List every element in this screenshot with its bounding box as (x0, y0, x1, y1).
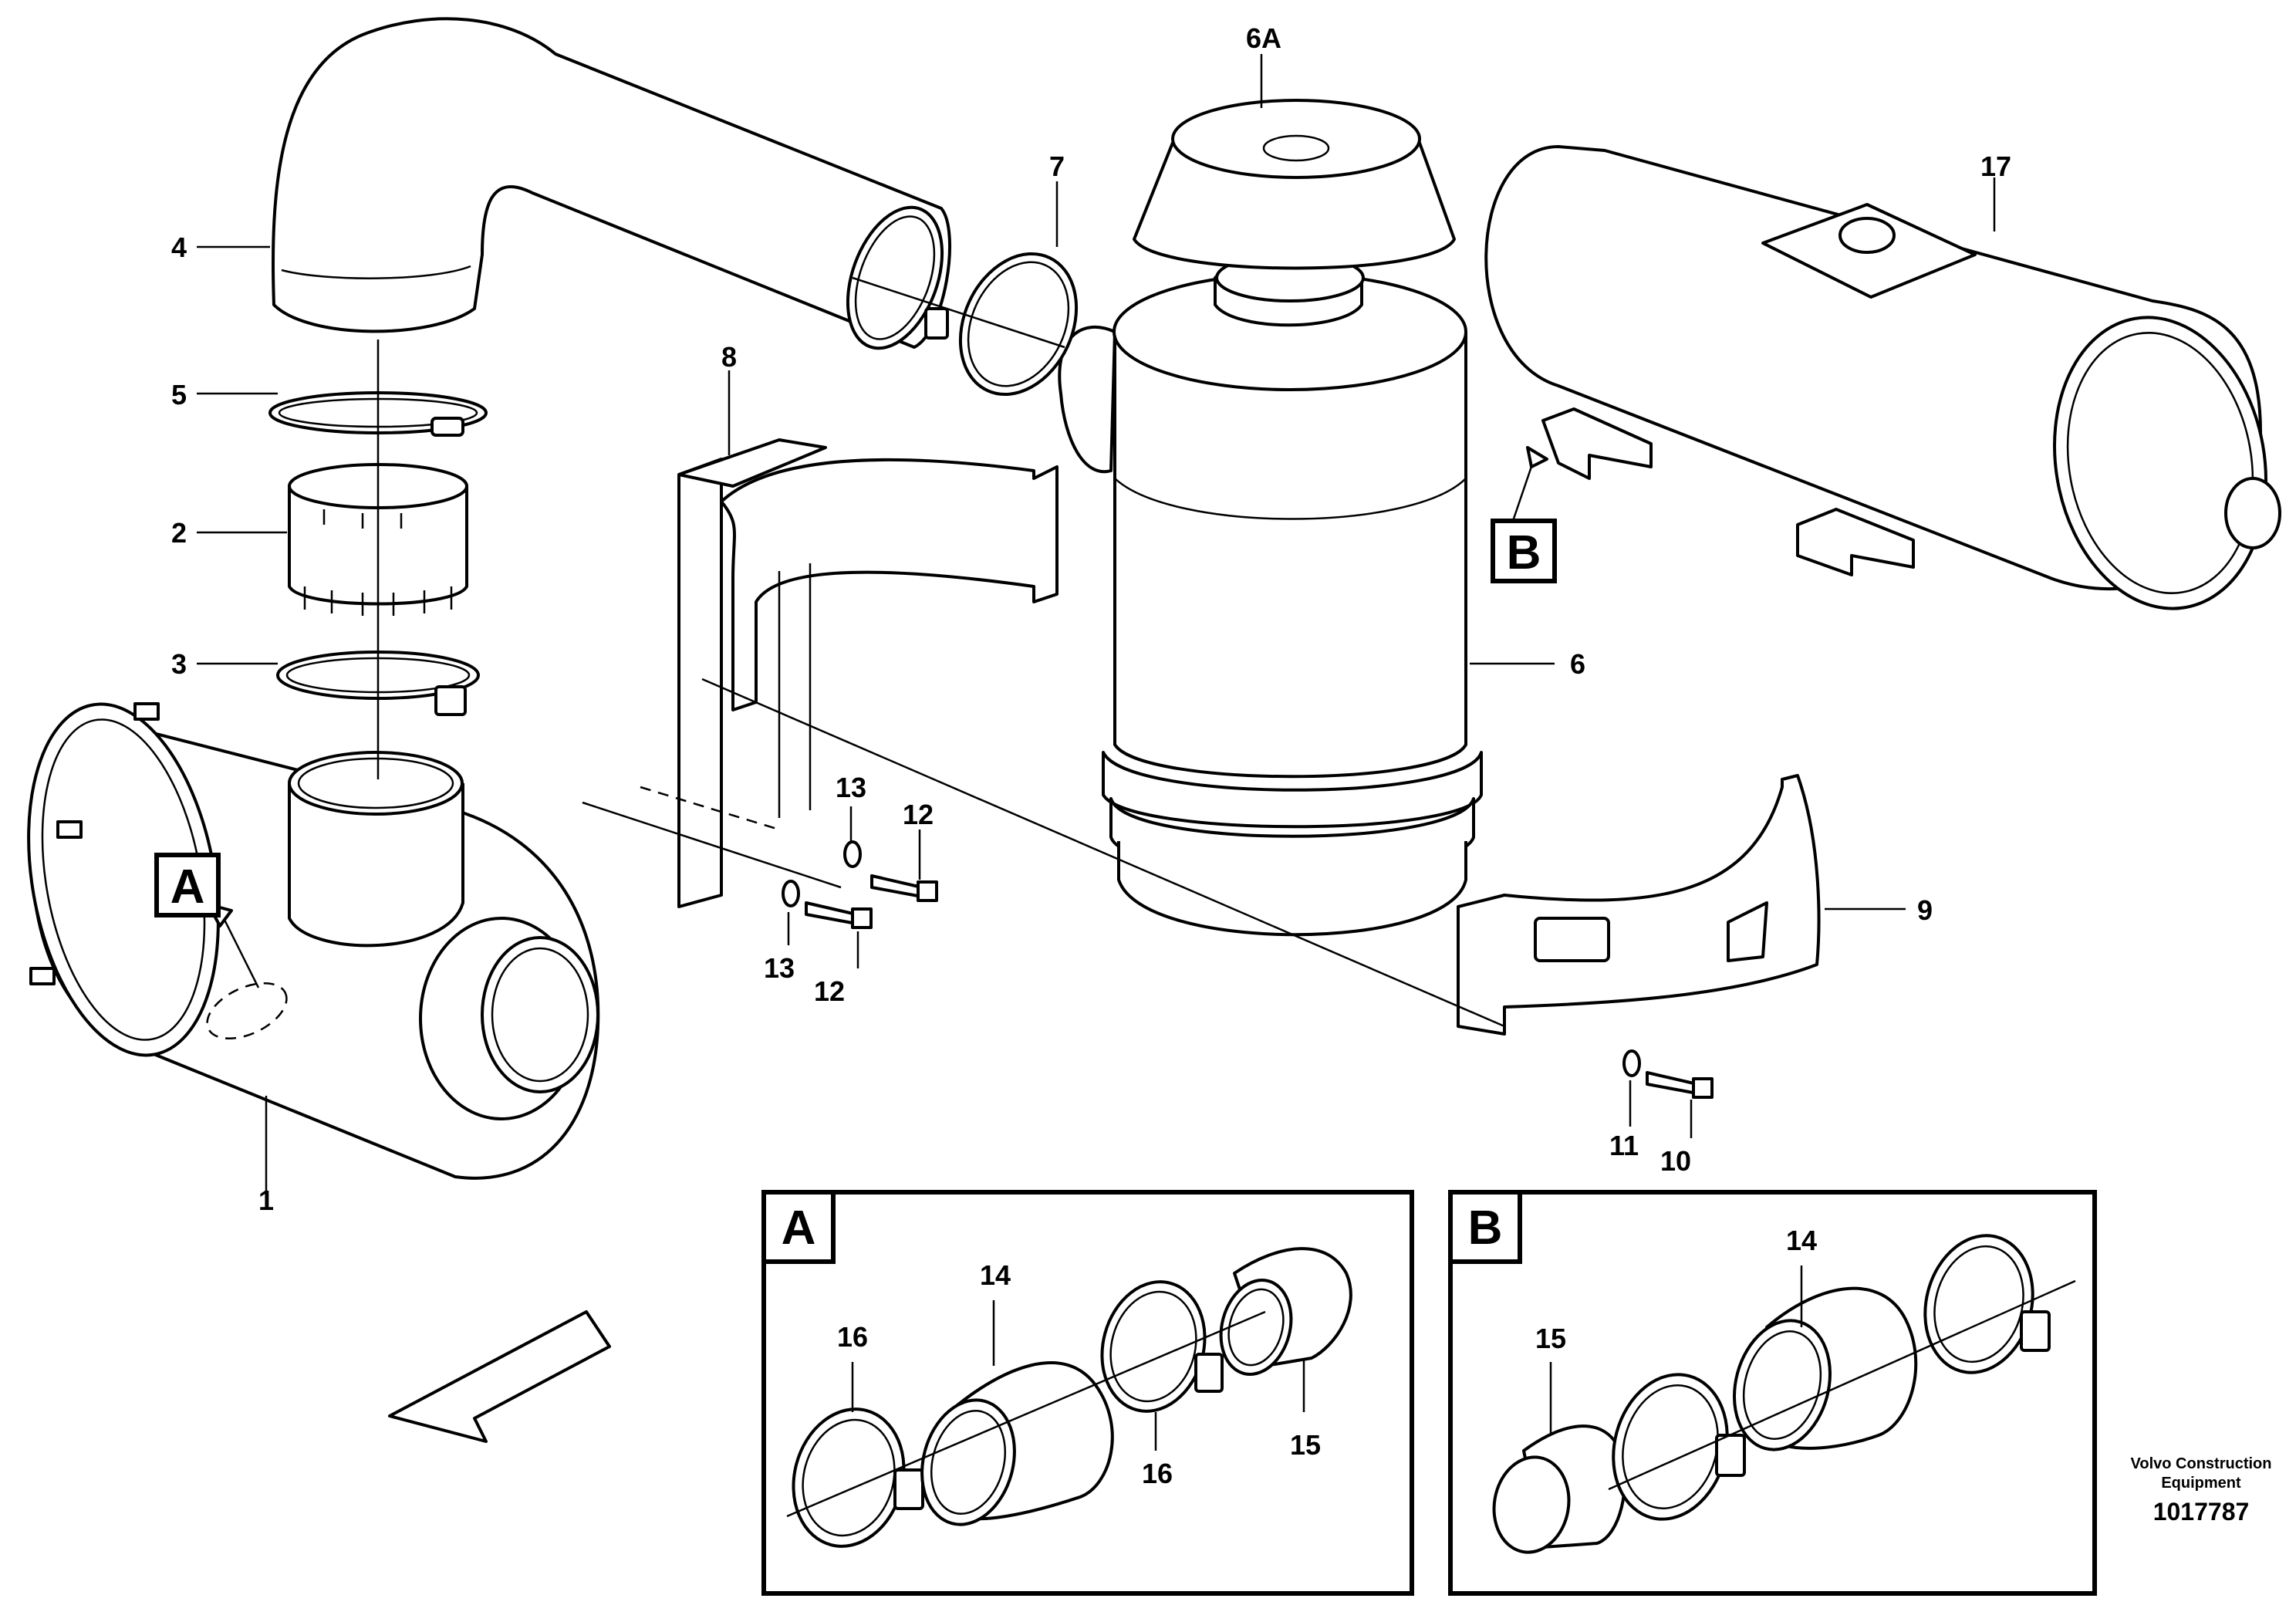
air-cleaner-housing-1 (27, 702, 600, 1180)
callout-13a: 13 (836, 772, 866, 803)
hardware (782, 840, 1714, 1099)
callout-3: 3 (171, 648, 187, 680)
callout-8: 8 (721, 341, 737, 373)
inset-a-title: A (782, 1201, 816, 1255)
inset-b-callout-15: 15 (1535, 1323, 1566, 1354)
drawing-number: 1017787 (2153, 1498, 2250, 1526)
callout-5: 5 (171, 379, 187, 411)
callout-labels: 6A 7 17 4 8 5 2 3 6 13 12 9 13 12 11 10 … (171, 22, 2011, 1216)
bolt-head-12b (851, 907, 873, 929)
callout-10: 10 (1660, 1145, 1691, 1177)
inset-a-callout-16a: 16 (837, 1321, 868, 1353)
band-9 (1457, 774, 1821, 1036)
callout-7: 7 (1049, 150, 1065, 182)
inset-a: A 16 14 15 16 (761, 1190, 1414, 1596)
inset-a-callout-14: 14 (980, 1259, 1011, 1291)
callout-9: 9 (1917, 894, 1933, 926)
callout-6: 6 (1570, 648, 1585, 680)
direction-arrow (388, 1310, 611, 1443)
title-block: Volvo Construction Equipment 1017787 (2131, 1455, 2272, 1526)
callout-11: 11 (1609, 1130, 1639, 1161)
bolt-head-10 (1692, 1077, 1714, 1099)
callout-4: 4 (171, 231, 187, 263)
air-filter-6 (1058, 253, 1483, 937)
tank-17 (1484, 145, 2281, 610)
inset-b: B 14 15 (1448, 1190, 2097, 1596)
bolt-12a (870, 874, 923, 898)
marker-b: B (1491, 519, 1557, 583)
bolt-12b (805, 901, 858, 925)
bolt-head-12a (917, 880, 938, 902)
company-line-1: Volvo Construction (2131, 1455, 2272, 1472)
assembly-lines (197, 54, 1996, 1196)
company-line-2: Equipment (2161, 1475, 2241, 1492)
inset-a-callout-16b: 16 (1142, 1458, 1173, 1489)
washer-11 (1622, 1049, 1641, 1077)
callout-2: 2 (171, 517, 187, 549)
callout-17: 17 (1980, 150, 2011, 182)
intake-pipe-4 (272, 17, 951, 350)
inset-a-callout-15: 15 (1290, 1429, 1321, 1461)
inset-b-callout-14: 14 (1786, 1225, 1817, 1256)
svg-text:A: A (171, 860, 205, 914)
marker-a: A (154, 853, 221, 917)
callout-6a: 6A (1246, 22, 1281, 54)
washer-13b (782, 880, 800, 907)
bolt-10 (1646, 1071, 1699, 1095)
callout-12b: 12 (814, 975, 845, 1007)
bracket-8 (677, 438, 1059, 908)
svg-text:B: B (1507, 526, 1541, 580)
callout-1: 1 (258, 1184, 274, 1216)
precleaner-cap-6a (1133, 99, 1456, 270)
hose-clamp-7 (924, 252, 1079, 397)
washer-13a (843, 840, 862, 868)
callout-13b: 13 (764, 952, 795, 984)
inset-b-title: B (1468, 1201, 1503, 1255)
callout-12a: 12 (903, 799, 934, 830)
